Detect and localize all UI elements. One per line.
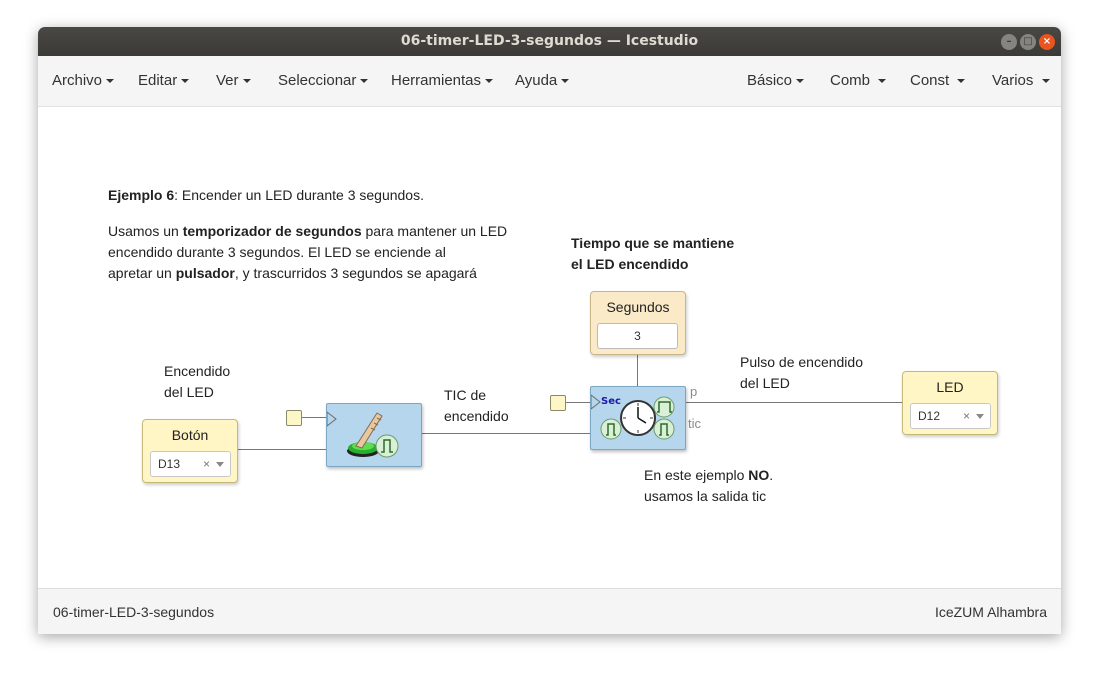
wire-button-timer bbox=[421, 433, 591, 434]
menu-ayuda[interactable]: Ayuda bbox=[515, 72, 570, 89]
encendido-label-1: Encendido bbox=[164, 363, 231, 379]
chevron-down-icon bbox=[878, 79, 887, 84]
menu-ver[interactable]: Ver bbox=[216, 72, 251, 89]
menu-bar: Archivo Editar Ver Seleccionar Herramien… bbox=[38, 56, 1061, 107]
clock-port-button[interactable] bbox=[286, 410, 302, 426]
led-pin-select[interactable]: D12 × bbox=[910, 403, 991, 429]
timer-sec-label: Sec bbox=[601, 396, 621, 407]
menu-const[interactable]: Const bbox=[910, 72, 966, 89]
chevron-down-icon bbox=[106, 79, 115, 84]
tic-label-1: TIC de bbox=[444, 387, 487, 403]
wire-clk-timer bbox=[565, 402, 591, 403]
encendido-label-2: del LED bbox=[164, 384, 214, 400]
button-module-block[interactable] bbox=[326, 403, 422, 467]
note-line-2: usamos la salida tic bbox=[644, 488, 767, 504]
led-label: LED bbox=[936, 379, 964, 395]
menu-herramientas[interactable]: Herramientas bbox=[391, 72, 494, 89]
wire-const-timer bbox=[637, 354, 638, 386]
menu-archivo[interactable]: Archivo bbox=[52, 72, 115, 89]
push-button-icon bbox=[326, 410, 399, 458]
design-canvas[interactable]: Ejemplo 6: Encender un LED durante 3 seg… bbox=[38, 107, 1061, 588]
time-note-line-1: Tiempo que se mantiene bbox=[571, 235, 735, 251]
note-line-1: En este ejemplo NO. bbox=[644, 467, 774, 483]
wire-clk-button bbox=[300, 417, 327, 418]
minimize-button[interactable]: – bbox=[1001, 34, 1017, 50]
status-project-name: 06-timer-LED-3-segundos bbox=[53, 604, 215, 620]
menu-basico[interactable]: Básico bbox=[747, 72, 805, 89]
menu-varios[interactable]: Varios bbox=[992, 72, 1050, 89]
chevron-down-icon bbox=[181, 79, 190, 84]
timer-clock-icon bbox=[590, 393, 675, 440]
boton-input-block[interactable]: Botón D13 × bbox=[142, 419, 238, 483]
clear-icon[interactable]: × bbox=[962, 409, 970, 423]
chevron-down-icon bbox=[360, 79, 369, 84]
segundos-constant-block[interactable]: Segundos 3 bbox=[590, 291, 686, 355]
description-line-1: Usamos un temporizador de segundos para … bbox=[108, 223, 508, 239]
wire-timer-led bbox=[685, 402, 902, 403]
chevron-down-icon bbox=[561, 79, 570, 84]
boton-pin-value: D13 bbox=[158, 457, 181, 471]
segundos-label: Segundos bbox=[606, 299, 670, 315]
status-board-name[interactable]: IceZUM Alhambra bbox=[934, 604, 1047, 620]
led-output-block[interactable]: LED D12 × bbox=[902, 371, 998, 435]
menu-editar[interactable]: Editar bbox=[138, 72, 190, 89]
pulso-label-1: Pulso de encendido bbox=[740, 354, 863, 370]
wire-boton-button bbox=[237, 449, 327, 450]
pulso-label-2: del LED bbox=[740, 375, 790, 391]
description-line-3: apretar un pulsador, y trascurridos 3 se… bbox=[108, 265, 477, 281]
tic-label-2: encendido bbox=[444, 408, 509, 424]
window-title: 06-timer-LED-3-segundos — Icestudio bbox=[400, 33, 699, 49]
close-button[interactable]: × bbox=[1039, 34, 1055, 50]
app-window: 06-timer-LED-3-segundos — Icestudio – □ … bbox=[38, 27, 1061, 634]
chevron-down-icon bbox=[1041, 79, 1050, 84]
menu-seleccionar[interactable]: Seleccionar bbox=[278, 72, 369, 89]
clock-port-timer[interactable] bbox=[550, 395, 566, 411]
clear-icon[interactable]: × bbox=[202, 457, 210, 471]
time-note-line-2: el LED encendido bbox=[571, 256, 689, 272]
boton-label: Botón bbox=[171, 427, 209, 443]
chevron-down-icon bbox=[485, 79, 494, 84]
led-pin-value: D12 bbox=[918, 409, 941, 423]
chevron-down-icon bbox=[796, 79, 805, 84]
chevron-down-icon[interactable] bbox=[216, 462, 224, 467]
chevron-down-icon bbox=[242, 79, 251, 84]
status-bar: 06-timer-LED-3-segundos IceZUM Alhambra bbox=[38, 588, 1061, 634]
timer-module-block[interactable]: Sec bbox=[590, 386, 686, 450]
description-line-2: encendido durante 3 segundos. El LED se … bbox=[108, 244, 446, 260]
title-bar: 06-timer-LED-3-segundos — Icestudio – □ … bbox=[38, 27, 1061, 56]
chevron-down-icon[interactable] bbox=[976, 414, 984, 419]
port-tic-label: tic bbox=[688, 416, 701, 431]
segundos-value-input[interactable]: 3 bbox=[597, 323, 678, 349]
example-title: Ejemplo 6: Encender un LED durante 3 seg… bbox=[108, 187, 424, 203]
boton-pin-select[interactable]: D13 × bbox=[150, 451, 231, 477]
port-p-label: p bbox=[690, 384, 698, 399]
menu-comb[interactable]: Comb bbox=[830, 72, 887, 89]
maximize-button[interactable]: □ bbox=[1020, 34, 1036, 50]
chevron-down-icon bbox=[957, 79, 966, 84]
